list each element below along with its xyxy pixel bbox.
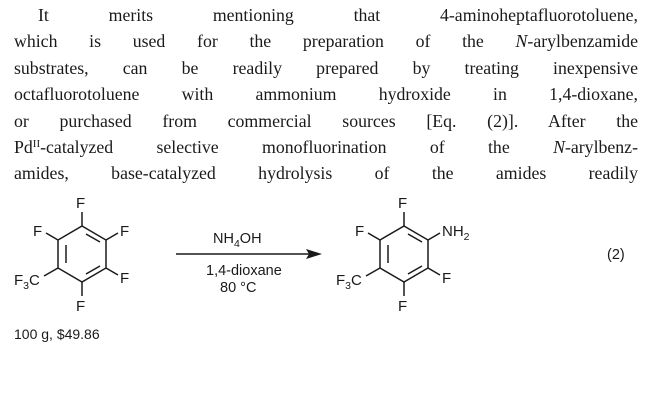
- temperature-label: 80 °C: [220, 280, 256, 296]
- sm-fluorine-bottom: F: [76, 298, 85, 315]
- reagent-label: NH4OH: [213, 231, 262, 250]
- sm-bond-ur: [105, 232, 119, 241]
- sm-fluorine-lower-right: F: [120, 270, 129, 287]
- sm-inner-bond-3: [85, 265, 101, 275]
- text-line-1: It merits mentioning that 4-aminoheptafl…: [38, 5, 638, 25]
- sm-trifluoromethyl: F3C: [14, 272, 40, 292]
- text-line-7: amides, base-catalyzed hydrolysis of the…: [14, 163, 638, 184]
- equation-number: (2): [607, 247, 625, 263]
- sm-benzene-ring: [57, 225, 107, 283]
- pr-fluorine-upper-left: F: [355, 223, 364, 240]
- pr-amino-group: NH2: [442, 223, 470, 243]
- sm-bond-ul: [45, 232, 59, 241]
- text-line-4: octafluorotoluene with ammonium hydroxid…: [14, 84, 638, 105]
- sm-fluorine-upper-right: F: [120, 223, 129, 240]
- sm-fluorine-upper-left: F: [33, 223, 42, 240]
- pr-fluorine-bottom: F: [398, 298, 407, 315]
- text-line-2: which is used for the preparation of the…: [14, 31, 638, 52]
- pr-bond-ll: [365, 267, 381, 277]
- text-line-5: or purchased from commercial sources [Eq…: [14, 110, 638, 131]
- text-line-6: PdII-catalyzed selective monofluorinatio…: [14, 137, 638, 158]
- body-paragraph: It merits mentioning that 4-aminoheptafl…: [14, 2, 638, 187]
- sm-fluorine-top: F: [76, 195, 85, 212]
- text-line-3: substrates, can be readily prepared by t…: [14, 57, 638, 78]
- pr-inner-bond-3: [407, 265, 423, 275]
- pr-trifluoromethyl: F3C: [336, 272, 362, 292]
- pr-bond-lr: [427, 267, 441, 276]
- pr-fluorine-top: F: [398, 195, 407, 212]
- solvent-label: 1,4-dioxane: [206, 263, 282, 279]
- sm-inner-bond-2: [85, 233, 101, 243]
- pr-fluorine-lower-right: F: [442, 270, 451, 287]
- sm-bond-ll: [43, 267, 59, 277]
- reaction-arrow: [176, 249, 322, 259]
- starting-material-structure: [43, 212, 119, 296]
- pr-benzene-ring: [379, 225, 429, 283]
- reaction-scheme: F F F F F F3C 100 g, $49.86 NH4OH 1,4-di…: [14, 195, 625, 342]
- pr-bond-ur: [427, 232, 441, 241]
- pr-inner-bond-2: [407, 233, 423, 243]
- pr-bond-ul: [367, 232, 381, 241]
- product-structure: [365, 212, 441, 296]
- price-caption: 100 g, $49.86: [14, 326, 100, 342]
- sm-bond-lr: [105, 267, 119, 276]
